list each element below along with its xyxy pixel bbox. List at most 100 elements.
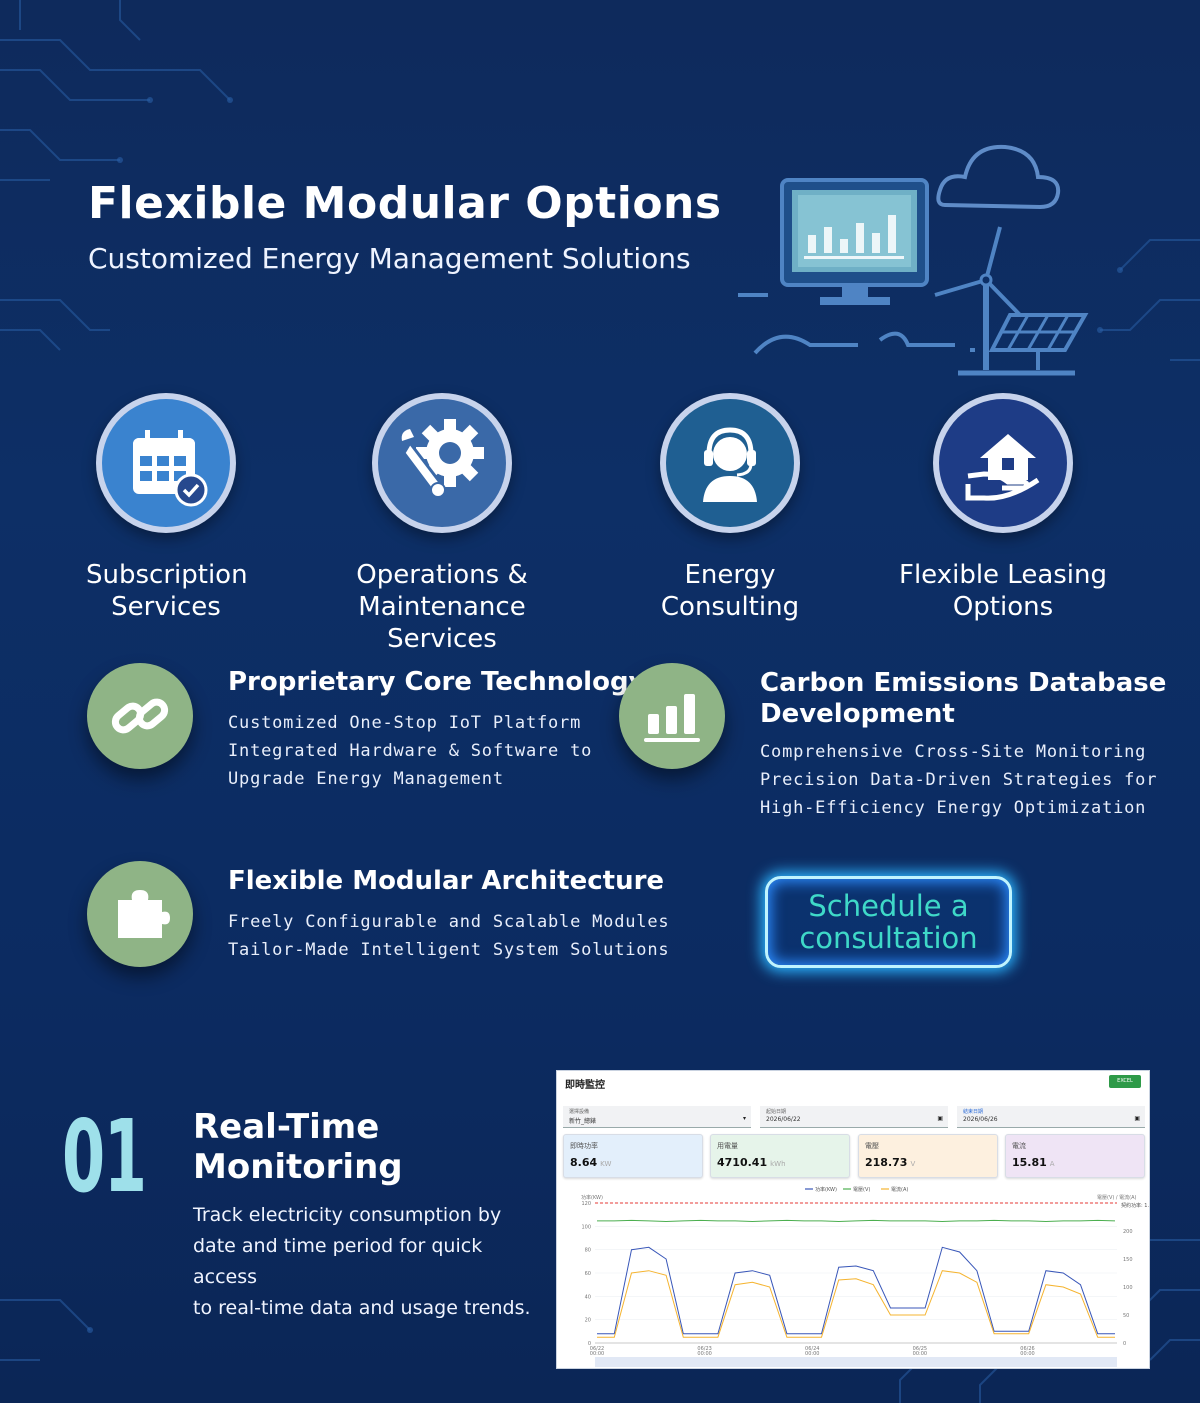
y2-tick-label: 150 — [1123, 1257, 1133, 1263]
field-value: 2026/06/22 — [766, 1116, 801, 1123]
feature-title-line: Carbon Emissions Database — [760, 668, 1167, 698]
card-number: 15.81 — [1012, 1156, 1047, 1169]
y-tick-label: 80 — [585, 1248, 591, 1254]
x-tick-label: 00:00 — [697, 1351, 711, 1357]
field-value: 新竹_總錶 — [569, 1118, 597, 1125]
right-axis-label: 電壓(V) / 電流(A) — [1097, 1194, 1137, 1201]
realtime-line-chart: 功率(KW)電壓(V)電流(A)功率(KW)電壓(V) / 電流(A)02040… — [581, 1186, 1150, 1367]
y2-tick-label: 50 — [1123, 1313, 1129, 1319]
feature-line: Customized One-Stop IoT Platform — [228, 713, 582, 733]
dashboard-title: 即時監控 — [565, 1080, 605, 1091]
card-label: 即時功率 — [570, 1142, 598, 1150]
section-description-line: Track electricity consumption by — [193, 1204, 502, 1226]
y-tick-label: 20 — [585, 1318, 591, 1324]
service-label-line: Subscription — [86, 560, 248, 590]
y-tick-label: 0 — [588, 1341, 591, 1347]
service-icon-ring — [372, 393, 512, 533]
feature-title: Flexible Modular Architecture — [228, 866, 665, 896]
feature-line: Comprehensive Cross-Site Monitoring — [760, 742, 1147, 762]
series-line-1 — [597, 1246, 1115, 1335]
left-axis-label: 功率(KW) — [581, 1194, 603, 1201]
field-value: 2026/06/26 — [963, 1116, 998, 1123]
headset-agent-icon — [666, 399, 794, 527]
service-label-line: Maintenance Services — [358, 592, 526, 654]
y2-tick-label: 200 — [1123, 1229, 1133, 1235]
feature-line: High-Efficiency Energy Optimization — [760, 798, 1147, 818]
x-tick-label: 06/22 — [590, 1346, 604, 1352]
feature-line: Tailor-Made Intelligent System Solutions — [228, 940, 670, 960]
section-title-line: Monitoring — [193, 1147, 403, 1187]
section-description-line: to real-time data and usage trends. — [193, 1297, 531, 1319]
x-tick-label: 06/25 — [913, 1346, 927, 1352]
card-unit: A — [1049, 1160, 1055, 1168]
service-label-line: Flexible Leasing — [898, 560, 1108, 590]
service-subscription[interactable]: Subscription Services — [86, 393, 248, 623]
field-label: 選擇設備 — [569, 1109, 590, 1115]
dashboard-screenshot: 即時監控 EXCEL 選擇設備 新竹_總錶 ▾ 起始日期 2026/06/22 … — [556, 1070, 1150, 1369]
y-tick-label: 40 — [585, 1294, 591, 1300]
series-line-3 — [597, 1270, 1115, 1338]
section-description: Track electricity consumption by date an… — [193, 1200, 538, 1324]
card-number: 218.73 — [865, 1156, 908, 1169]
device-select[interactable]: 選擇設備 新竹_總錶 ▾ — [563, 1106, 751, 1128]
schedule-consultation-button[interactable]: Schedule a consultation — [765, 876, 1012, 968]
calendar-icon: ▣ — [1134, 1115, 1140, 1122]
x-tick-label: 00:00 — [913, 1351, 927, 1357]
card-number: 4710.41 — [717, 1156, 768, 1169]
legend-label: 電流(A) — [891, 1186, 908, 1193]
legend-label: 功率(KW) — [815, 1186, 837, 1193]
series-line-2 — [597, 1219, 1116, 1223]
range-scroller — [595, 1357, 1117, 1367]
section-title: Real-Time Monitoring — [193, 1107, 403, 1187]
calendar-icon: ▣ — [937, 1115, 943, 1122]
card-label: 電壓 — [865, 1142, 879, 1150]
start-date-field[interactable]: 起始日期 2026/06/22 ▣ — [760, 1106, 948, 1128]
hero-title: Flexible Modular Options — [88, 178, 722, 229]
x-tick-label: 00:00 — [1020, 1351, 1034, 1357]
feature-line: Upgrade Energy Management — [228, 769, 504, 789]
service-label: Flexible Leasing Options — [893, 559, 1113, 623]
service-label: Energy Consulting — [650, 559, 810, 623]
x-tick-label: 00:00 — [590, 1351, 604, 1357]
x-tick-label: 06/26 — [1020, 1346, 1034, 1352]
service-label-line: Options — [952, 592, 1054, 622]
service-operations-maintenance[interactable]: Operations & Maintenance Services — [300, 393, 584, 655]
card-label: 電流 — [1012, 1142, 1026, 1150]
contract-limit-label: 契約功率: 1... — [1121, 1202, 1150, 1209]
x-tick-label: 06/23 — [697, 1346, 711, 1352]
card-unit: V — [910, 1160, 916, 1168]
card-unit: KW — [600, 1160, 612, 1168]
service-label: Subscription Services — [86, 559, 248, 623]
cta-line: consultation — [799, 921, 978, 955]
section-number: 01 — [62, 1098, 147, 1215]
service-label-line: Energy — [684, 560, 776, 590]
puzzle-piece-icon — [87, 861, 193, 967]
feature-description: Freely Configurable and Scalable Modules… — [228, 908, 669, 964]
service-label-line: Services — [111, 592, 221, 622]
end-date-field[interactable]: 結束日期 2026/06/26 ▣ — [957, 1106, 1145, 1128]
feature-line: Precision Data-Driven Strategies for — [760, 770, 1158, 790]
hero-subtitle: Customized Energy Management Solutions — [88, 242, 691, 275]
monitor-windturbine-solar-illustration — [738, 144, 1089, 376]
hand-house-icon — [939, 399, 1067, 527]
y2-tick-label: 0 — [1123, 1341, 1126, 1347]
card-unit: kWh — [770, 1160, 786, 1168]
service-energy-consulting[interactable]: Energy Consulting — [650, 393, 810, 623]
y2-tick-label: 100 — [1123, 1285, 1133, 1291]
feature-title: Carbon Emissions Database Development — [760, 668, 1166, 730]
x-tick-label: 00:00 — [805, 1351, 819, 1357]
caret-down-icon: ▾ — [742, 1115, 746, 1122]
gear-wrench-icon — [378, 399, 506, 527]
service-flexible-leasing[interactable]: Flexible Leasing Options — [893, 393, 1113, 623]
excel-export-button[interactable]: EXCEL — [1109, 1075, 1141, 1088]
bar-chart-icon — [619, 663, 725, 769]
service-label-line: Operations & — [356, 560, 528, 590]
feature-description: Customized One-Stop IoT Platform Integra… — [228, 709, 592, 793]
